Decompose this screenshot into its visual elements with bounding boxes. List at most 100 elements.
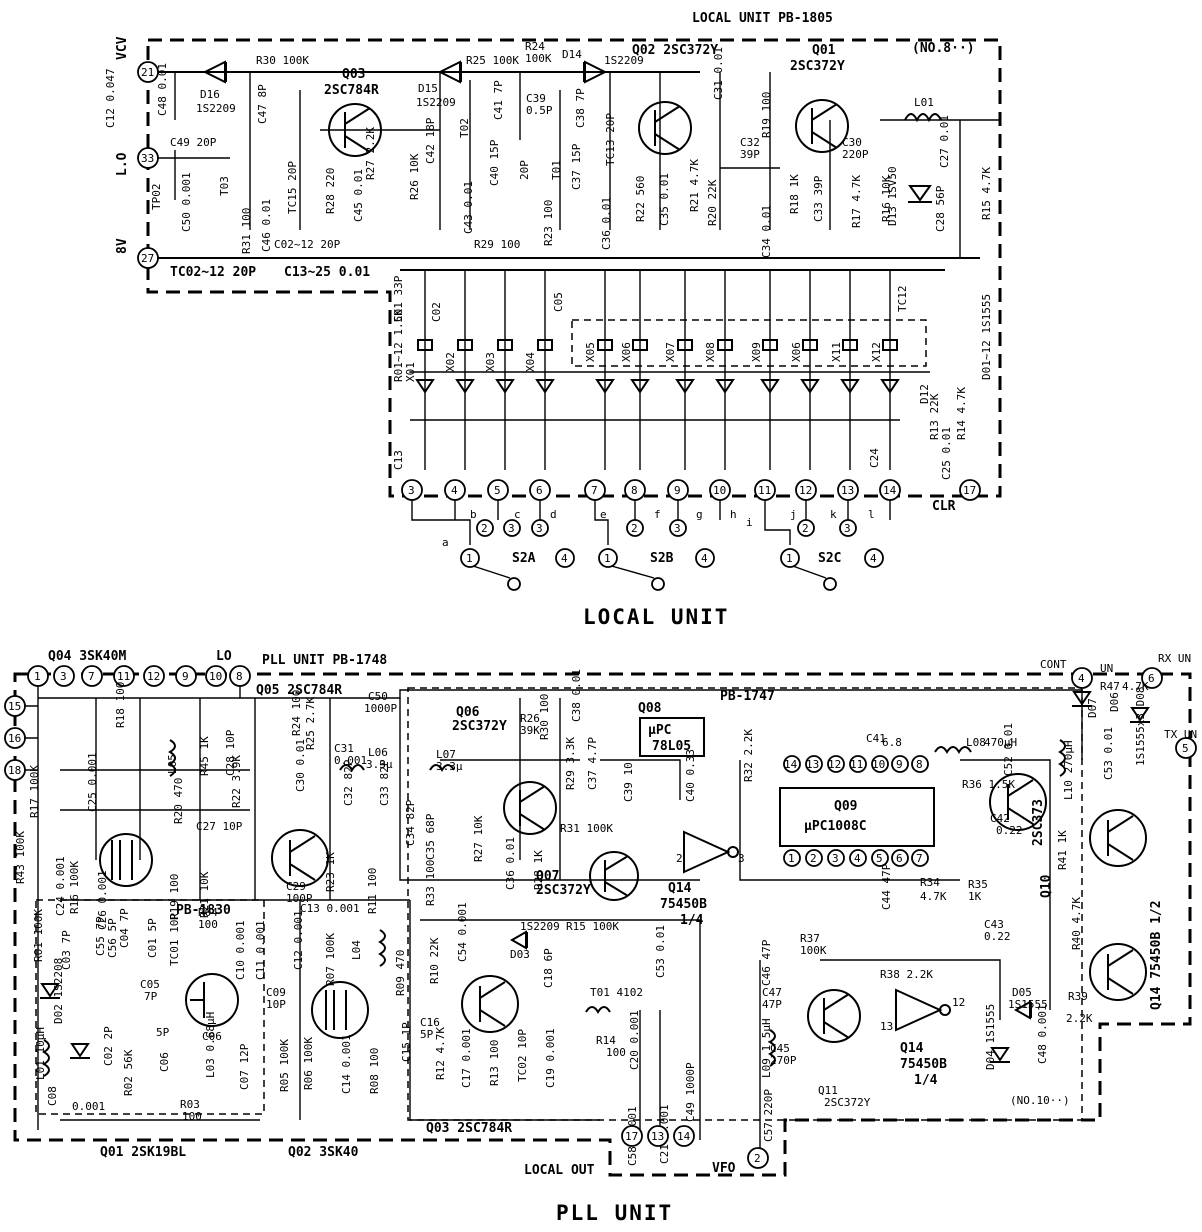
svg-text:7: 7 bbox=[916, 852, 923, 865]
q02-mosfet bbox=[311, 981, 369, 1039]
svg-text:17: 17 bbox=[963, 484, 976, 497]
svg-text:R27 10K: R27 10K bbox=[472, 815, 485, 862]
svg-text:C41: C41 bbox=[866, 732, 886, 745]
svg-text:R26 10K: R26 10K bbox=[408, 153, 421, 200]
svg-text:Q09: Q09 bbox=[834, 799, 857, 814]
svg-text:C47 8P: C47 8P bbox=[256, 84, 269, 124]
svg-text:R27 2.2K: R27 2.2K bbox=[364, 127, 377, 180]
svg-text:C40 0.33: C40 0.33 bbox=[684, 749, 697, 802]
svg-text:C12 0.001: C12 0.001 bbox=[292, 910, 305, 970]
svg-text:C49 1000P: C49 1000P bbox=[684, 1062, 697, 1122]
svg-text:D05: D05 bbox=[1012, 986, 1032, 999]
svg-text:R10 22K: R10 22K bbox=[428, 937, 441, 984]
svg-text:C07 12P: C07 12P bbox=[238, 1043, 251, 1090]
svg-text:C49 20P: C49 20P bbox=[170, 136, 217, 149]
svg-text:L08: L08 bbox=[966, 736, 986, 749]
svg-text:D15: D15 bbox=[418, 82, 438, 95]
svg-text:R13 22K: R13 22K bbox=[928, 393, 941, 440]
local-unit: LOCAL UNIT PB-1805 (NO.8··) VCV L.O 8V T… bbox=[104, 11, 1002, 629]
coil-l04 bbox=[378, 929, 386, 967]
pin-27: 27 bbox=[137, 247, 159, 269]
svg-text:16: 16 bbox=[8, 732, 21, 745]
svg-text:R30 100: R30 100 bbox=[538, 694, 551, 740]
q04-mosfet bbox=[99, 833, 153, 887]
svg-text:75450B: 75450B bbox=[900, 1057, 947, 1072]
svg-text:C38 7P: C38 7P bbox=[574, 88, 587, 128]
svg-text:C53 0.01: C53 0.01 bbox=[1102, 727, 1115, 780]
svg-text:R29 3.3K: R29 3.3K bbox=[564, 737, 577, 790]
svg-text:C09: C09 bbox=[266, 986, 286, 999]
svg-text:8: 8 bbox=[236, 670, 243, 683]
ic-top-pins: 14 13 12 11 10 9 8 bbox=[783, 755, 929, 773]
svg-text:X06: X06 bbox=[790, 342, 803, 362]
svg-text:C39: C39 bbox=[526, 92, 546, 105]
svg-text:4: 4 bbox=[451, 484, 458, 497]
lo-label: L.O bbox=[115, 152, 130, 176]
svg-text:L10 270µH: L10 270µH bbox=[1062, 740, 1075, 800]
svg-text:R01~12 1.5K: R01~12 1.5K bbox=[392, 309, 405, 382]
svg-text:0.001: 0.001 bbox=[334, 754, 367, 767]
switch-wiring bbox=[411, 500, 891, 579]
svg-text:C28 56P: C28 56P bbox=[934, 185, 947, 232]
svg-text:S2B: S2B bbox=[650, 551, 674, 566]
svg-text:1S2209: 1S2209 bbox=[416, 96, 456, 109]
diode-d13: D13 1SV50 bbox=[886, 166, 932, 226]
svg-text:C02: C02 bbox=[430, 302, 443, 322]
coil-l09 bbox=[768, 1029, 776, 1067]
svg-text:µPC: µPC bbox=[648, 723, 671, 738]
svg-text:C11 0.001: C11 0.001 bbox=[254, 920, 267, 980]
svg-text:1: 1 bbox=[34, 670, 41, 683]
svg-text:X02: X02 bbox=[444, 352, 457, 372]
switch-s2b: 1 2 3 4 S2B e f g h bbox=[598, 508, 737, 591]
svg-text:C30: C30 bbox=[842, 136, 862, 149]
svg-text:R39: R39 bbox=[1068, 990, 1088, 1003]
svg-text:C53 0.01: C53 0.01 bbox=[654, 925, 667, 978]
svg-text:C29: C29 bbox=[286, 880, 306, 893]
svg-text:R15 4.7K: R15 4.7K bbox=[980, 167, 993, 220]
svg-text:R09 470: R09 470 bbox=[394, 950, 407, 996]
svg-text:100P: 100P bbox=[286, 892, 313, 905]
svg-text:UN: UN bbox=[1100, 662, 1113, 675]
svg-text:10P: 10P bbox=[266, 998, 286, 1011]
svg-text:X12: X12 bbox=[870, 342, 883, 362]
svg-text:C33 39P: C33 39P bbox=[812, 175, 825, 222]
svg-text:1/4: 1/4 bbox=[680, 913, 704, 928]
svg-text:C18 6P: C18 6P bbox=[542, 948, 555, 988]
svg-text:5: 5 bbox=[1182, 742, 1189, 755]
svg-text:R36 1.5K: R36 1.5K bbox=[962, 778, 1015, 791]
svg-text:75450B: 75450B bbox=[660, 897, 707, 912]
svg-text:C48 0.01: C48 0.01 bbox=[156, 63, 169, 116]
q06-transistor: Q06 2SC372Y bbox=[452, 705, 557, 835]
svg-text:C02 2P: C02 2P bbox=[102, 1026, 115, 1066]
svg-text:21: 21 bbox=[141, 66, 154, 79]
svg-text:C41 7P: C41 7P bbox=[492, 80, 505, 120]
svg-text:R16 100K: R16 100K bbox=[68, 861, 81, 914]
svg-text:X09: X09 bbox=[750, 342, 763, 362]
svg-text:C24 0.001: C24 0.001 bbox=[54, 856, 67, 916]
svg-text:R22 560: R22 560 bbox=[634, 176, 647, 222]
svg-text:10: 10 bbox=[713, 484, 726, 497]
svg-text:C36 0.01: C36 0.01 bbox=[600, 197, 613, 250]
svg-text:D02 1S2208: D02 1S2208 bbox=[52, 958, 65, 1024]
svg-text:C24: C24 bbox=[868, 448, 881, 468]
svg-text:R25 100K: R25 100K bbox=[466, 54, 519, 67]
svg-text:C20 0.001: C20 0.001 bbox=[628, 1010, 641, 1070]
svg-text:R29 100: R29 100 bbox=[474, 238, 520, 251]
svg-text:R14: R14 bbox=[596, 1034, 616, 1047]
svg-text:2SC372Y: 2SC372Y bbox=[536, 883, 591, 898]
svg-text:D12: D12 bbox=[918, 384, 931, 404]
svg-text:R01 100K: R01 100K bbox=[32, 909, 45, 962]
svg-text:L03 0.68µH: L03 0.68µH bbox=[204, 1012, 217, 1078]
svg-text:1S2209: 1S2209 bbox=[520, 920, 560, 933]
vcv-label: VCV bbox=[115, 36, 130, 60]
svg-text:C10 0.001: C10 0.001 bbox=[234, 920, 247, 980]
svg-text:1S2209: 1S2209 bbox=[196, 102, 236, 115]
svg-text:R19 100: R19 100 bbox=[760, 92, 773, 138]
diode-d05 bbox=[1013, 1000, 1032, 1020]
svg-text:33: 33 bbox=[141, 152, 154, 165]
svg-text:27: 27 bbox=[141, 252, 154, 265]
svg-text:C06: C06 bbox=[202, 1030, 222, 1043]
svg-text:C12 0.047: C12 0.047 bbox=[104, 68, 117, 128]
